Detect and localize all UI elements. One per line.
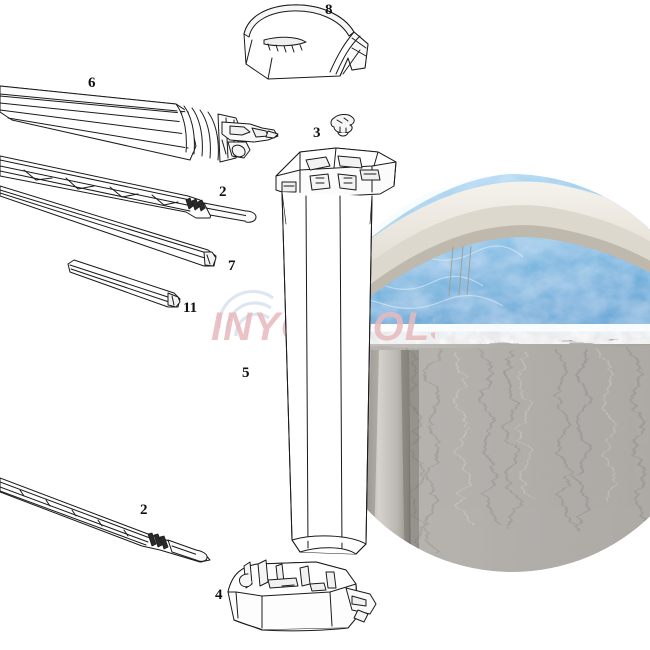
- part-7-stabilizer-rail: [0, 185, 217, 267]
- callout-4: 4: [215, 587, 223, 603]
- callout-2-upper: 2: [219, 184, 227, 200]
- part-5-upright-post: [275, 147, 397, 555]
- callout-5: 5: [242, 365, 250, 381]
- callout-8: 8: [325, 2, 333, 18]
- callout-7: 7: [228, 258, 236, 274]
- callout-11: 11: [183, 300, 198, 316]
- part-2-lower-bottom-rail: [0, 477, 211, 563]
- callout-3: 3: [313, 125, 321, 141]
- part-6-top-rail: [0, 85, 279, 163]
- part-2-upper-bottom-rail: [0, 155, 257, 223]
- part-4-bottom-plate: [227, 559, 377, 632]
- callout-6: 6: [88, 75, 96, 91]
- part-3-screw-clip: [330, 114, 355, 137]
- part-8-top-cap-cover: [243, 4, 369, 80]
- part-11-wall-channel-strip: [67, 259, 181, 308]
- callout-2-lower: 2: [140, 502, 148, 518]
